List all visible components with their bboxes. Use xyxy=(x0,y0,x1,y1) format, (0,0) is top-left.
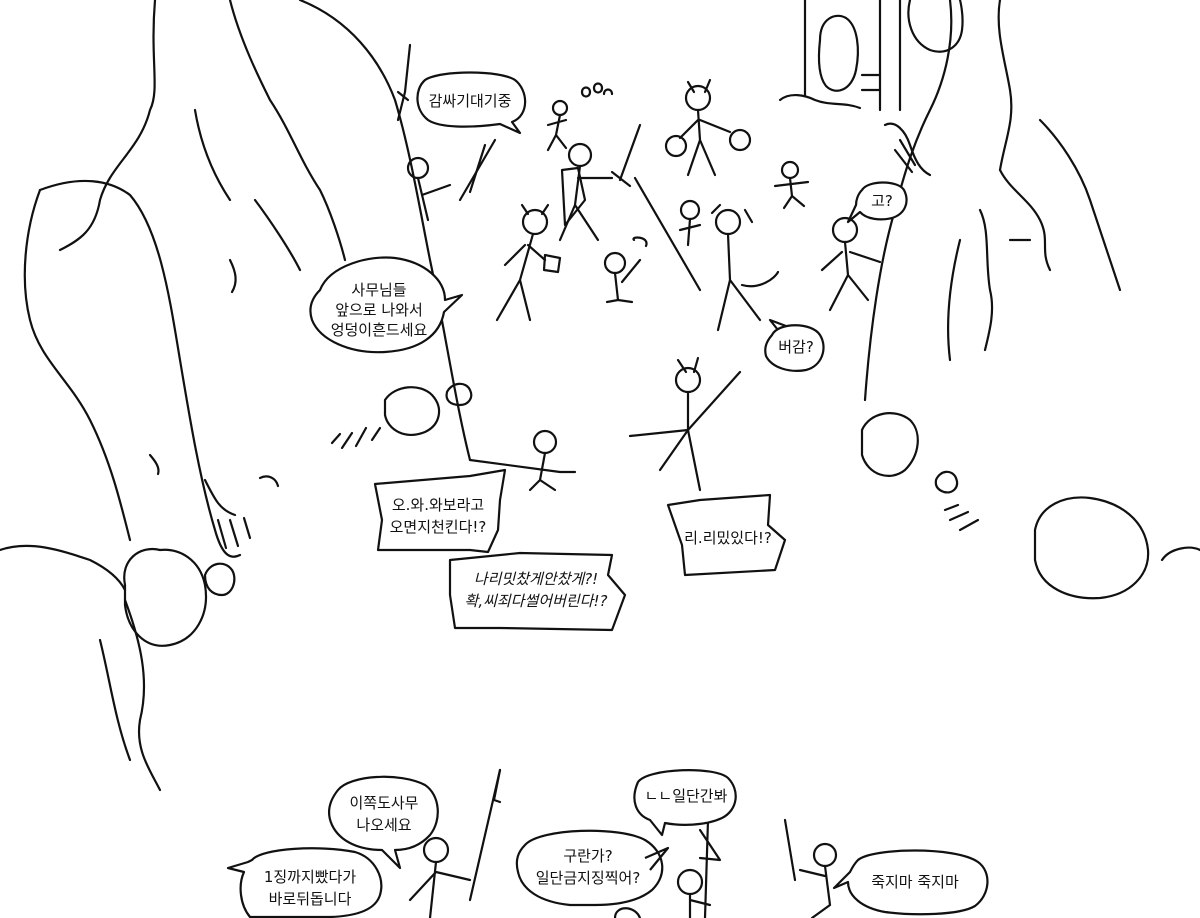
speech-bubble-go: 고? xyxy=(846,181,908,224)
left-cliff xyxy=(0,0,472,792)
speech-bubble-nieun: ㄴㄴ일단간봐 xyxy=(633,769,737,837)
bubble-text: 리.리밌있다!? xyxy=(684,529,772,547)
speech-bubble-jing: 1징까지빴다가 바로뒤돕니다 xyxy=(226,847,383,918)
speech-bubble-guran: 구란가? 일단금지징찍어? xyxy=(515,829,670,907)
bubble-text: 1징까지빴다가 xyxy=(264,868,357,886)
speech-bubble-owa: 오.와.와보라고 오면지천킨다!? xyxy=(373,468,507,554)
bubble-text: ㄴㄴ일단간봐 xyxy=(645,787,728,805)
left-guard-figure xyxy=(396,43,497,222)
bubble-text: 이쪽도사무 xyxy=(349,794,418,812)
speech-bubble-beogam: 버감? xyxy=(764,318,825,372)
bubble-text: 사무님들 xyxy=(351,281,406,299)
speech-bubble-gamssa: 감싸기대기중 xyxy=(416,71,527,135)
bubble-text: 고? xyxy=(871,192,893,210)
speech-bubble-samunim: 사무님들 앞으로 나와서 엉덩이흔드세요 xyxy=(309,256,464,354)
building xyxy=(778,0,964,112)
bubble-text: 죽지마 죽지마 xyxy=(871,873,959,891)
bubble-text: 감싸기대기중 xyxy=(429,92,512,110)
speech-bubble-ijjok: 이쪽도사무 나오세요 xyxy=(328,775,439,870)
right-cliff xyxy=(863,0,1122,402)
bubble-text: 바로뒤돕니다 xyxy=(269,890,352,908)
bubble-text: 오.와.와보라고 xyxy=(392,496,484,514)
speech-bubble-riri: 리.리밌있다!? xyxy=(666,493,787,577)
bubble-text: 확,씨죄다썰어버린다!? xyxy=(465,592,608,610)
center-crowd xyxy=(468,78,882,492)
bubble-text: 나오세요 xyxy=(356,816,411,834)
bubble-text: 오면지천킨다!? xyxy=(390,518,487,536)
bubble-text: 일단금지징찍어? xyxy=(536,869,641,887)
bubble-text: 엉덩이흔드세요 xyxy=(331,321,428,339)
right-rocks xyxy=(860,412,1200,600)
speech-bubble-jukjima: 죽지마 죽지마 xyxy=(832,849,989,916)
left-rocks xyxy=(123,382,473,647)
right-guard-figure xyxy=(883,122,932,177)
bubble-text: 나리밋찼게안찼게?! xyxy=(474,570,598,588)
speech-bubble-nari: 나리밋찼게안찼게?! 확,씨죄다썰어버린다!? xyxy=(448,551,627,632)
bubble-text: 앞으로 나와서 xyxy=(335,301,423,319)
bubble-text: 버감? xyxy=(778,338,814,356)
bubble-text: 구란가? xyxy=(563,847,612,865)
bottom-figures xyxy=(408,768,838,918)
